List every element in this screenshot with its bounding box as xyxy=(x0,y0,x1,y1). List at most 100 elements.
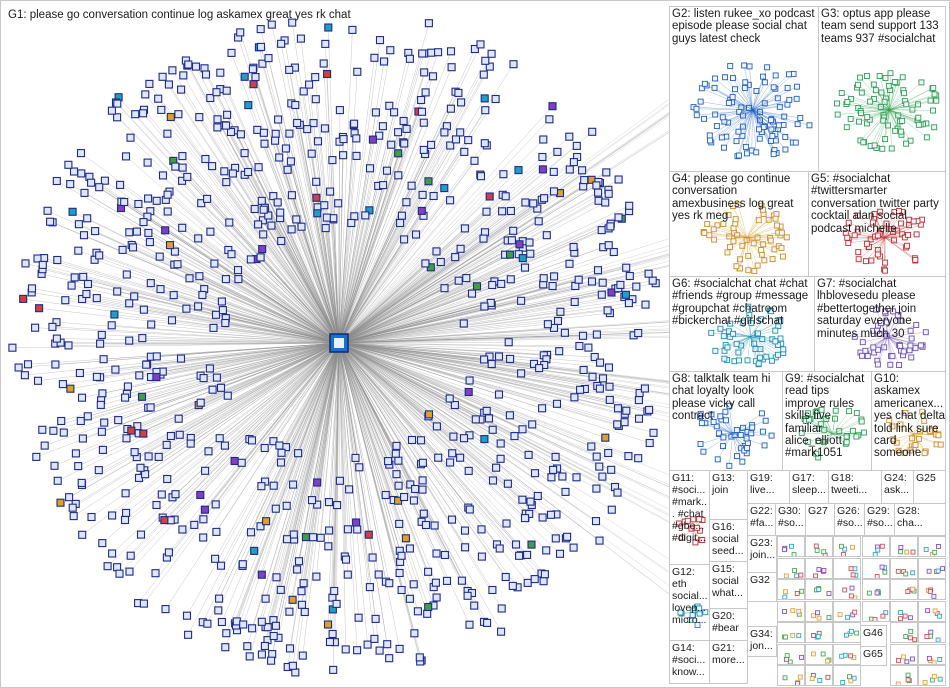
graph-node[interactable] xyxy=(511,540,521,549)
graph-node[interactable] xyxy=(320,201,329,210)
group-box-g7[interactable]: G7: #socialchat lhblovesedu please #bett… xyxy=(814,276,946,372)
graph-node[interactable] xyxy=(480,94,489,103)
graph-node[interactable] xyxy=(108,549,117,558)
graph-node[interactable] xyxy=(592,181,601,190)
cluster-node[interactable] xyxy=(825,674,831,680)
cluster-node[interactable] xyxy=(931,674,937,679)
group-box-g22[interactable]: G22: #fa... xyxy=(747,503,776,536)
group-box-g8[interactable]: G8: talktalk team hi chat loyalty look p… xyxy=(669,371,783,471)
graph-node[interactable] xyxy=(92,372,101,381)
cluster-node[interactable] xyxy=(905,231,911,238)
graph-node[interactable] xyxy=(418,485,427,494)
cluster-node[interactable] xyxy=(722,74,729,81)
cluster-node[interactable] xyxy=(740,424,746,431)
cluster-node[interactable] xyxy=(844,234,851,241)
cluster-node[interactable] xyxy=(902,409,909,416)
graph-node[interactable] xyxy=(51,360,60,369)
cluster-node[interactable] xyxy=(759,336,766,343)
graph-node[interactable] xyxy=(395,568,404,578)
graph-node[interactable] xyxy=(245,652,254,661)
graph-node[interactable] xyxy=(269,631,278,641)
cluster-node[interactable] xyxy=(908,354,915,361)
cluster-node[interactable] xyxy=(798,429,805,436)
graph-node[interactable] xyxy=(421,88,430,97)
graph-node[interactable] xyxy=(400,492,409,502)
cluster-node[interactable] xyxy=(856,74,863,81)
cluster-node[interactable] xyxy=(814,547,820,553)
graph-node[interactable] xyxy=(620,418,629,427)
graph-node[interactable] xyxy=(343,525,352,534)
graph-node[interactable] xyxy=(184,630,193,639)
graph-node[interactable] xyxy=(506,354,515,363)
cluster-node[interactable] xyxy=(724,249,731,256)
graph-node[interactable] xyxy=(136,463,145,472)
graph-node[interactable] xyxy=(99,355,108,364)
cluster-node[interactable] xyxy=(758,410,765,417)
graph-node[interactable] xyxy=(485,192,494,201)
cluster-node[interactable] xyxy=(852,609,858,615)
graph-node[interactable] xyxy=(494,352,504,361)
graph-node[interactable] xyxy=(126,133,135,142)
cluster-node[interactable] xyxy=(927,97,934,104)
group-box-small[interactable] xyxy=(918,579,946,600)
graph-node[interactable] xyxy=(542,231,551,240)
cluster-node[interactable] xyxy=(844,99,851,105)
graph-node[interactable] xyxy=(216,383,226,392)
graph-node[interactable] xyxy=(594,196,603,205)
graph-node[interactable] xyxy=(77,478,86,487)
cluster-node[interactable] xyxy=(816,634,821,639)
cluster-node[interactable] xyxy=(727,63,734,70)
cluster-node[interactable] xyxy=(935,637,941,642)
cluster-node[interactable] xyxy=(897,549,903,555)
graph-node[interactable] xyxy=(113,113,122,122)
graph-node[interactable] xyxy=(277,39,286,48)
cluster-node[interactable] xyxy=(892,127,899,134)
group-box-g14[interactable]: G14: #soci... know... xyxy=(669,640,710,684)
cluster-node[interactable] xyxy=(888,145,895,152)
graph-node[interactable] xyxy=(97,330,106,339)
graph-node[interactable] xyxy=(141,90,150,99)
graph-node[interactable] xyxy=(211,500,220,509)
group-box-small[interactable] xyxy=(805,622,834,643)
cluster-node[interactable] xyxy=(759,428,766,435)
cluster-node[interactable] xyxy=(784,652,790,658)
cluster-node[interactable] xyxy=(711,236,718,243)
graph-node[interactable] xyxy=(236,28,245,37)
graph-node[interactable] xyxy=(385,579,394,588)
graph-node[interactable] xyxy=(363,640,372,649)
graph-node[interactable] xyxy=(424,602,433,612)
graph-node[interactable] xyxy=(390,108,399,117)
graph-node[interactable] xyxy=(501,572,510,582)
graph-node[interactable] xyxy=(79,231,89,240)
graph-node[interactable] xyxy=(451,253,460,262)
cluster-node[interactable] xyxy=(761,257,768,264)
graph-node[interactable] xyxy=(98,389,107,398)
cluster-node[interactable] xyxy=(913,231,920,238)
graph-node[interactable] xyxy=(199,515,208,524)
cluster-node[interactable] xyxy=(768,308,774,315)
graph-node[interactable] xyxy=(534,217,543,226)
graph-node[interactable] xyxy=(163,474,172,484)
cluster-node[interactable] xyxy=(855,81,861,88)
cluster-node[interactable] xyxy=(887,70,894,77)
cluster-node[interactable] xyxy=(701,80,708,87)
graph-node[interactable] xyxy=(335,106,344,115)
graph-node[interactable] xyxy=(622,263,631,272)
graph-node[interactable] xyxy=(178,163,187,172)
graph-node[interactable] xyxy=(625,271,634,281)
cluster-node[interactable] xyxy=(724,344,731,351)
graph-node[interactable] xyxy=(613,420,622,429)
graph-node[interactable] xyxy=(139,429,148,438)
graph-node[interactable] xyxy=(542,546,551,555)
graph-node[interactable] xyxy=(83,279,93,289)
graph-node[interactable] xyxy=(370,634,379,643)
graph-node[interactable] xyxy=(418,458,427,467)
cluster-node[interactable] xyxy=(874,547,880,553)
graph-node[interactable] xyxy=(139,305,148,314)
graph-node[interactable] xyxy=(211,310,221,319)
cluster-node[interactable] xyxy=(729,75,736,82)
graph-node[interactable] xyxy=(421,520,431,530)
cluster-node[interactable] xyxy=(910,218,917,225)
graph-node[interactable] xyxy=(292,215,301,224)
graph-node[interactable] xyxy=(151,569,160,578)
